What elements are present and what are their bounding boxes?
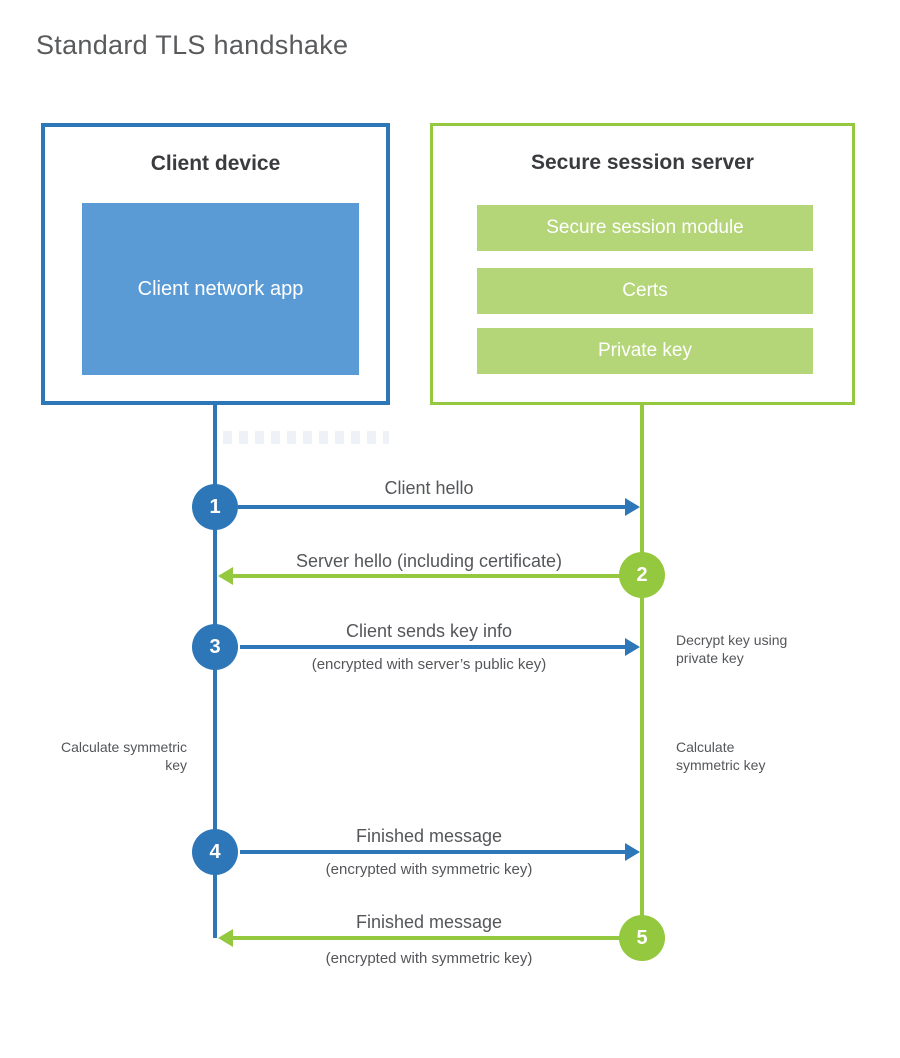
step-1-badge: 1 — [192, 484, 238, 530]
server-module-private-key: Private key — [477, 328, 813, 374]
faint-dashed-artifact — [223, 431, 389, 444]
message-4-sublabel: (encrypted with symmetric key) — [325, 861, 533, 878]
step-3-badge: 3 — [192, 624, 238, 670]
message-2-label: Server hello (including certificate) — [295, 551, 563, 571]
client-network-app-block: Client network app — [82, 203, 359, 375]
client-network-app-label: Client network app — [137, 277, 304, 300]
message-4-arrow-right — [240, 843, 640, 861]
arrowhead-left-icon — [218, 929, 233, 947]
message-1-label: Client hello — [384, 478, 474, 498]
note-calculate-symmetric-key-client: Calculate symmetric key — [60, 739, 187, 774]
server-box-title: Secure session server — [531, 151, 754, 174]
step-4-badge: 4 — [192, 829, 238, 875]
message-3-arrow-right — [240, 638, 640, 656]
message-3-label: Client sends key info — [345, 621, 513, 641]
page-title: Standard TLS handshake — [36, 30, 349, 60]
message-2-arrow-left — [218, 567, 620, 585]
server-module-certs: Certs — [477, 268, 813, 314]
message-3-sublabel: (encrypted with server’s public key) — [311, 656, 547, 673]
message-5-arrow-left — [218, 929, 620, 947]
client-lifeline — [213, 405, 217, 938]
server-module-secure-session: Secure session module — [477, 205, 813, 251]
secure-session-server-box: Secure session server Secure session mod… — [430, 123, 855, 405]
message-1-arrow-right — [238, 498, 640, 516]
note-calculate-symmetric-key-server: Calculate symmetric key — [676, 739, 766, 774]
client-box-title: Client device — [150, 152, 281, 175]
message-4-label: Finished message — [355, 826, 503, 846]
arrowhead-right-icon — [625, 638, 640, 656]
client-device-box: Client device Client network app — [41, 123, 390, 405]
step-5-badge: 5 — [619, 915, 665, 961]
message-5-sublabel: (encrypted with symmetric key) — [325, 950, 533, 967]
arrowhead-right-icon — [625, 843, 640, 861]
arrowhead-left-icon — [218, 567, 233, 585]
arrowhead-right-icon — [625, 498, 640, 516]
note-decrypt-key: Decrypt key using private key — [676, 632, 788, 667]
step-2-badge: 2 — [619, 552, 665, 598]
server-lifeline — [640, 405, 644, 940]
message-5-label: Finished message — [355, 912, 503, 932]
